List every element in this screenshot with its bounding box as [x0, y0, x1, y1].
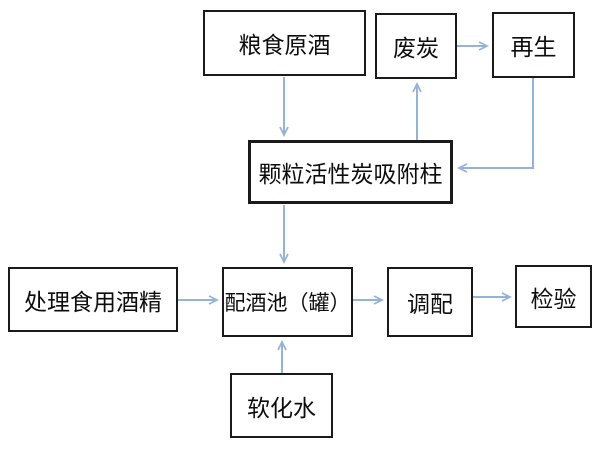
node-inspection: 检验 [515, 265, 592, 328]
node-blending: 调配 [387, 267, 473, 337]
node-grain-raw-wine: 粮食原酒 [203, 10, 366, 76]
node-activated-carbon-column: 颗粒活性炭吸附柱 [248, 140, 453, 204]
node-waste-carbon: 废炭 [375, 13, 457, 79]
node-treated-edible-alcohol: 处理食用酒精 [8, 267, 178, 332]
node-softened-water: 软化水 [230, 373, 333, 438]
node-regeneration: 再生 [492, 12, 575, 78]
arrow-regen-to-column [456, 78, 534, 173]
node-blending-tank: 配酒池（罐） [222, 267, 353, 337]
